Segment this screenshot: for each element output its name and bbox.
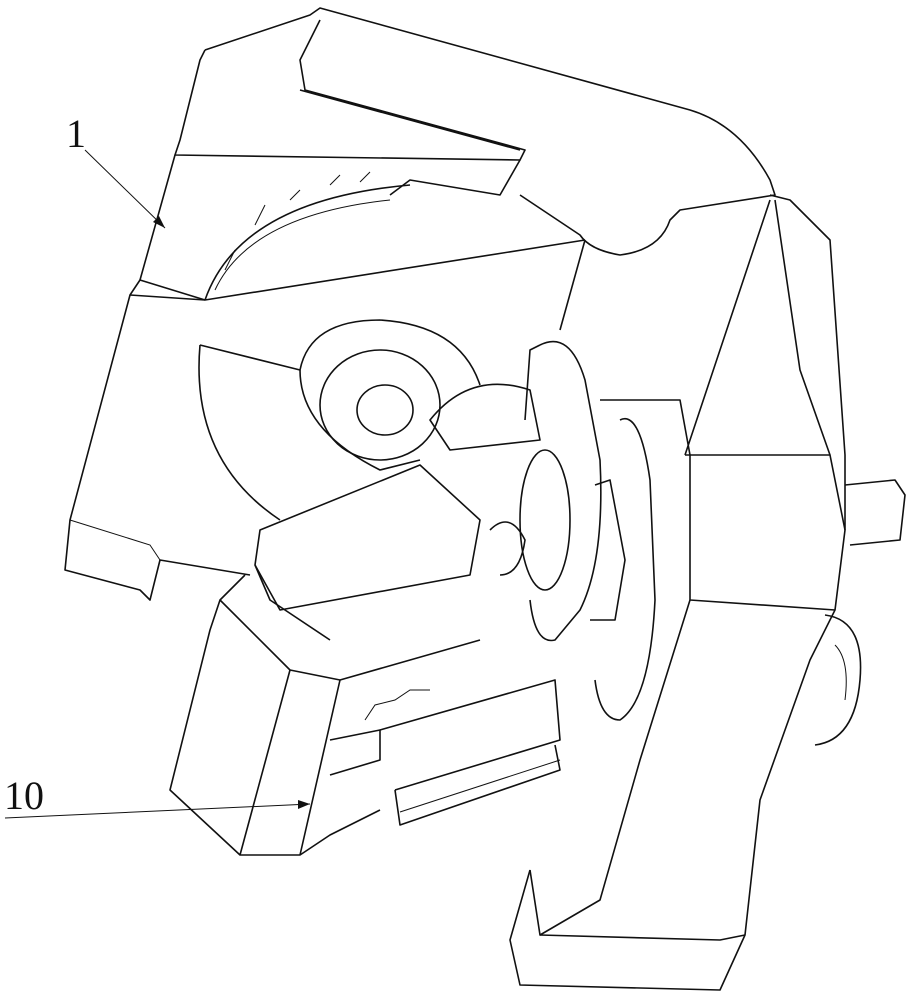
label-part-1: 1 xyxy=(66,114,86,154)
leader-lines xyxy=(5,150,310,818)
label-part-10: 10 xyxy=(4,776,44,816)
leader-line-10 xyxy=(5,804,310,818)
rotary-disc xyxy=(199,320,540,520)
right-housing xyxy=(510,195,905,990)
wheel-assembly xyxy=(490,342,690,720)
leader-line-1 xyxy=(85,150,165,228)
lower-block xyxy=(170,465,560,855)
upper-housing xyxy=(65,8,775,600)
arrowhead-icon xyxy=(298,800,310,809)
